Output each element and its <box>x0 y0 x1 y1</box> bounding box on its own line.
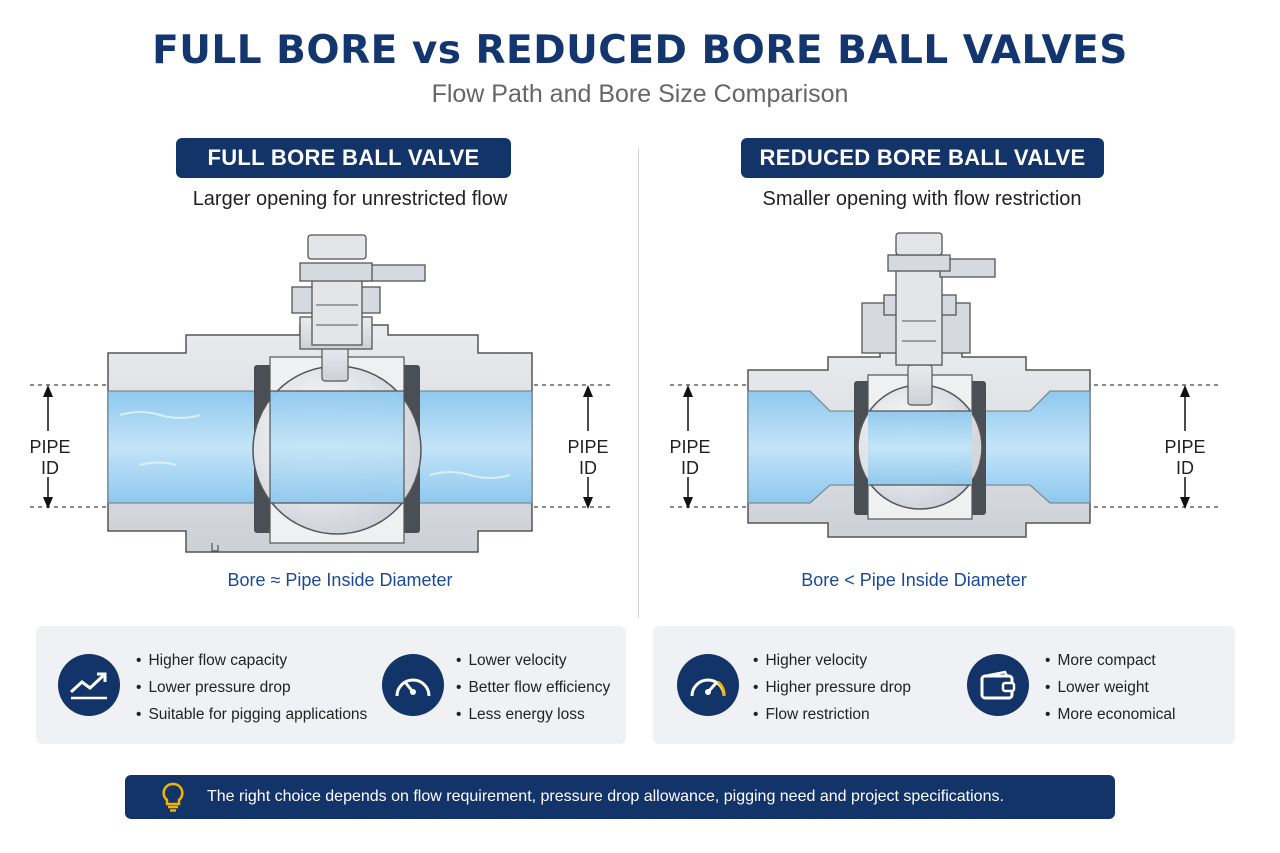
full-pipe-id-right: PIPE ID <box>558 437 618 479</box>
list-item: Lower pressure drop <box>136 674 367 701</box>
pipe-label: PIPE <box>1164 437 1206 457</box>
list-item: More compact <box>1045 647 1175 674</box>
list-item: Higher flow capacity <box>136 647 367 674</box>
reduced-feature-list-2: More compact Lower weight More economica… <box>1045 647 1175 728</box>
center-divider <box>638 148 639 618</box>
full-bore-features-panel: Higher flow capacity Lower pressure drop… <box>36 626 626 744</box>
id-label: ID <box>1176 458 1194 478</box>
wallet-icon <box>967 654 1029 716</box>
reduced-bore-heading: REDUCED BORE BALL VALVE <box>741 138 1104 178</box>
pipe-label: PIPE <box>669 437 711 457</box>
reduced-bore-features-panel: Higher velocity Higher pressure drop Flo… <box>653 626 1235 744</box>
list-item: More economical <box>1045 701 1175 728</box>
trending-up-icon <box>58 654 120 716</box>
list-item: Higher pressure drop <box>753 674 911 701</box>
full-pipe-id-left: PIPE ID <box>20 437 80 479</box>
gauge-low-icon <box>382 654 444 716</box>
reduced-bore-description: Smaller opening with flow restriction <box>762 188 1082 210</box>
list-item: Better flow efficiency <box>456 674 610 701</box>
id-label: ID <box>579 458 597 478</box>
list-item: Lower velocity <box>456 647 610 674</box>
list-item: Suitable for pigging applications <box>136 701 367 728</box>
full-bore-description: Larger opening for unrestricted flow <box>192 188 508 210</box>
gauge-high-icon <box>677 654 739 716</box>
full-bore-valve-diagram <box>20 234 618 553</box>
page-title: FULL BORE vs REDUCED BORE BALL VALVES <box>152 28 1128 73</box>
lightbulb-icon <box>161 782 185 812</box>
full-bore-heading: FULL BORE BALL VALVE <box>176 138 511 178</box>
full-feature-list-2: Lower velocity Better flow efficiency Le… <box>456 647 610 728</box>
id-label: ID <box>681 458 699 478</box>
reduced-bore-caption: Bore < Pipe Inside Diameter <box>801 570 1027 590</box>
list-item: Higher velocity <box>753 647 911 674</box>
list-item: Less energy loss <box>456 701 610 728</box>
reduced-feature-list-1: Higher velocity Higher pressure drop Flo… <box>753 647 911 728</box>
footer-text: The right choice depends on flow require… <box>207 788 1004 805</box>
full-feature-list-1: Higher flow capacity Lower pressure drop… <box>136 647 367 728</box>
reduced-pipe-id-left: PIPE ID <box>660 437 720 479</box>
full-bore-caption: Bore ≈ Pipe Inside Diameter <box>227 570 453 590</box>
reduced-pipe-id-right: PIPE ID <box>1155 437 1215 479</box>
pipe-label: PIPE <box>29 437 71 457</box>
footer-banner: The right choice depends on flow require… <box>125 775 1115 819</box>
pipe-label: PIPE <box>567 437 609 457</box>
id-label: ID <box>41 458 59 478</box>
list-item: Lower weight <box>1045 674 1175 701</box>
list-item: Flow restriction <box>753 701 911 728</box>
reduced-bore-valve-diagram <box>660 232 1220 538</box>
page-subtitle: Flow Path and Bore Size Comparison <box>431 80 849 108</box>
